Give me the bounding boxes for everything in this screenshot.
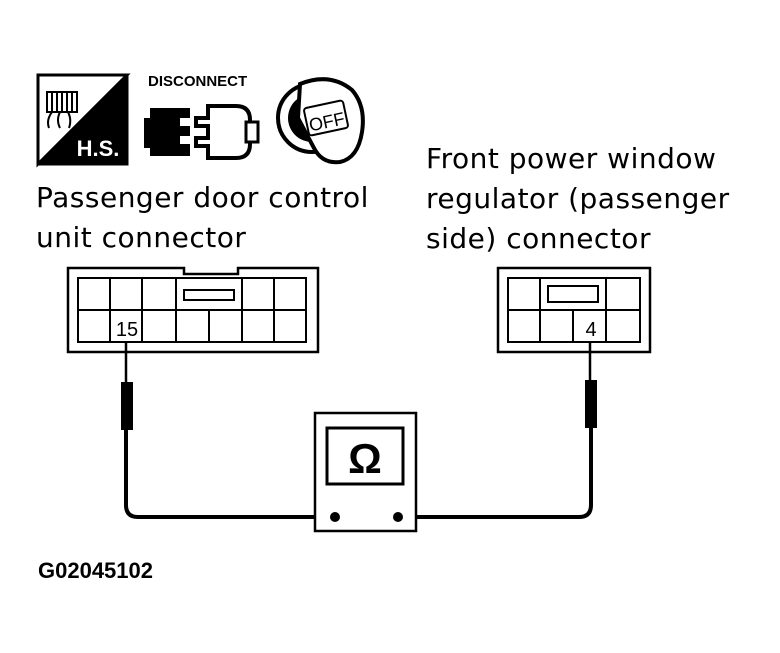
left-test-lead xyxy=(121,342,335,519)
ignition-off-icon: OFF xyxy=(276,77,365,165)
harness-connector-icon xyxy=(46,91,78,129)
hs-label: H.S. xyxy=(77,136,120,161)
disconnect-label: DISCONNECT xyxy=(148,73,247,90)
meter-probe-terminal-left xyxy=(330,512,340,522)
right-terminal-4: 4 xyxy=(585,319,596,341)
harness-side-icon: H.S. xyxy=(36,73,131,168)
right-connector-label-line3: side) connector xyxy=(426,222,651,255)
right-test-lead xyxy=(398,342,597,519)
front-power-window-regulator-connector: 4 xyxy=(496,266,652,354)
left-connector-label-line1: Passenger door control xyxy=(36,181,369,214)
left-terminal-15: 15 xyxy=(116,319,138,341)
ohm-symbol: Ω xyxy=(348,435,382,482)
right-connector-label-line2: regulator (passenger xyxy=(426,182,730,215)
passenger-door-control-unit-connector: 15 xyxy=(66,266,320,354)
meter-probe-terminal-right xyxy=(393,512,403,522)
disconnect-icon: DISCONNECT xyxy=(144,73,260,160)
right-connector-label-line1: Front power window xyxy=(426,142,717,175)
left-connector-label-line2: unit connector xyxy=(36,221,247,254)
figure-id: G02045102 xyxy=(38,558,153,583)
ohmmeter: Ω xyxy=(313,411,418,533)
